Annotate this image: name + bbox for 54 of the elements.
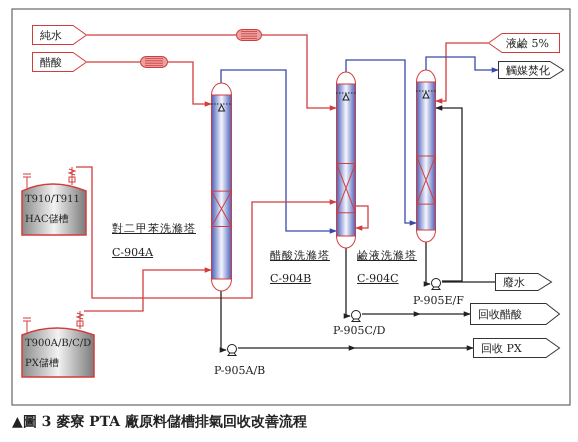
stream-label: 廢水 [503, 276, 525, 288]
pipe-line [442, 281, 495, 283]
tower-label: 醋酸洗滌塔 [270, 249, 330, 262]
pump-symbol [350, 310, 362, 322]
tank-label: HAC儲槽 [25, 213, 69, 226]
flow-arrow [168, 61, 212, 107]
flow-arrow [362, 311, 470, 317]
flow-arrow [84, 267, 212, 312]
pipe-line [87, 34, 236, 36]
tank-label: T900A/B/C/D [25, 337, 92, 350]
figure-caption: ▲圖 3 麥寮 PTA 廠原料儲槽排氣回收改善流程 [12, 413, 308, 431]
stream-label: 純水 [40, 28, 62, 42]
scrubber-tower [416, 70, 436, 242]
pump-label: P-905E/F [413, 294, 464, 307]
tank-label: PX儲槽 [25, 357, 59, 370]
flow-arrow [344, 248, 351, 319]
stream-label: 醋酸 [40, 56, 62, 68]
flow-arrow [238, 345, 473, 351]
stream-label: 液鹼 5% [506, 36, 549, 50]
scrubber-tower [336, 72, 356, 248]
tower-label: 鹼液洗滌塔 [357, 249, 417, 262]
stream-tag [498, 61, 564, 79]
stream-tag [488, 33, 560, 53]
tower-label: C-904A [112, 246, 154, 259]
flow-arrow [220, 69, 337, 234]
flow-arrow [345, 59, 417, 226]
tower-label: C-904C [357, 272, 399, 285]
stream-tag [495, 273, 552, 291]
pump-label: P-905A/B [214, 364, 266, 377]
flow-arrow [355, 205, 369, 231]
flow-arrow [262, 34, 337, 111]
stream-tag [473, 338, 560, 358]
pump-symbol [226, 344, 238, 356]
flow-arrow [425, 56, 499, 73]
flow-arrow [435, 42, 488, 104]
stream-label: 回收 PX [481, 342, 522, 354]
flow-arrow [76, 166, 337, 299]
pump-symbol [430, 278, 442, 290]
heat-exchanger-symbol [140, 56, 168, 68]
pump-label: P-905C/D [333, 324, 386, 337]
stream-tag [32, 25, 87, 45]
flow-arrow [435, 105, 463, 282]
tower-label: C-904B [270, 272, 312, 285]
stream-label: 回收醋酸 [478, 308, 522, 320]
tower-label: 對二甲苯洗滌塔 [112, 222, 196, 235]
tank-label: T910/T911 [25, 193, 80, 206]
flow-arrow [424, 242, 431, 287]
flow-arrow [220, 291, 227, 353]
heat-exchanger-symbol [236, 29, 262, 41]
stream-label: 觸媒焚化 [506, 64, 550, 76]
scrubber-tower [211, 83, 232, 291]
stream-tag [32, 52, 87, 72]
stream-tag [470, 303, 560, 325]
pipe-line [87, 61, 140, 63]
